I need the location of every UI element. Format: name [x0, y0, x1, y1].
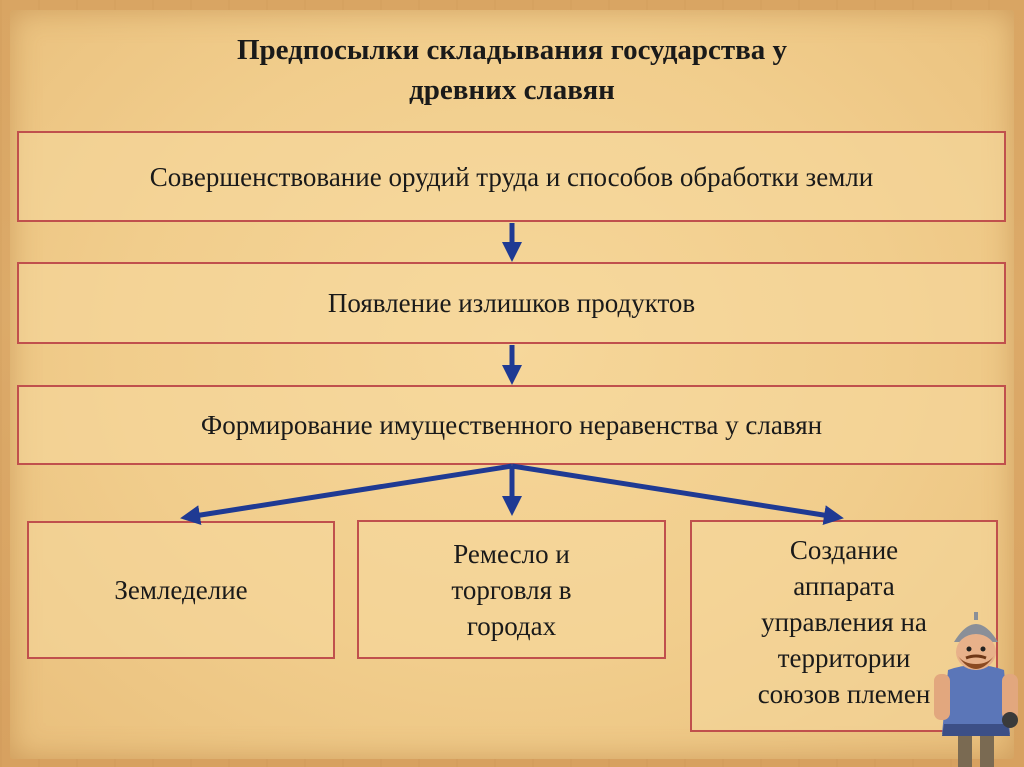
flow-step-surplus-label: Появление излишков продуктов [327, 288, 696, 318]
outcome-craft-line-1: Ремесло и [453, 538, 570, 569]
outcome-craft-line-3: городах [466, 610, 557, 641]
title-line-2: древних славян [409, 74, 615, 106]
outcome-box-agriculture: Земледелие [27, 521, 335, 659]
outcome-agriculture-line-1: Земледелие [114, 575, 248, 605]
outcome-admin-line-1: Создание [789, 535, 899, 565]
outcome-admin-line-3: управления на [761, 607, 927, 637]
flow-step-inequality: Формирование имущественного неравенства … [17, 385, 1006, 465]
flow-step-inequality-label: Формирование имущественного неравенства … [200, 410, 823, 440]
arrow-step3-to-agriculture [180, 463, 513, 526]
outcome-box-craft-trade: Ремесло и торговля в городах [357, 520, 666, 659]
flow-step-tools: Совершенствование орудий труда и способо… [17, 131, 1006, 222]
outcome-admin-line-4: территории [777, 643, 911, 673]
outcome-admin-line-5: союзов племен [757, 679, 931, 709]
bogatyr-character-icon [934, 612, 1018, 767]
flow-step-surplus: Появление излишков продуктов [17, 262, 1006, 344]
outcome-admin-line-2: аппарата [793, 571, 895, 601]
title-line-1: Предпосылки складывания государства у [236, 34, 788, 66]
flow-step-tools-label: Совершенствование орудий труда и способо… [149, 161, 874, 192]
outcome-craft-line-2: торговля в [451, 574, 572, 605]
arrow-step3-to-administration [511, 463, 844, 526]
